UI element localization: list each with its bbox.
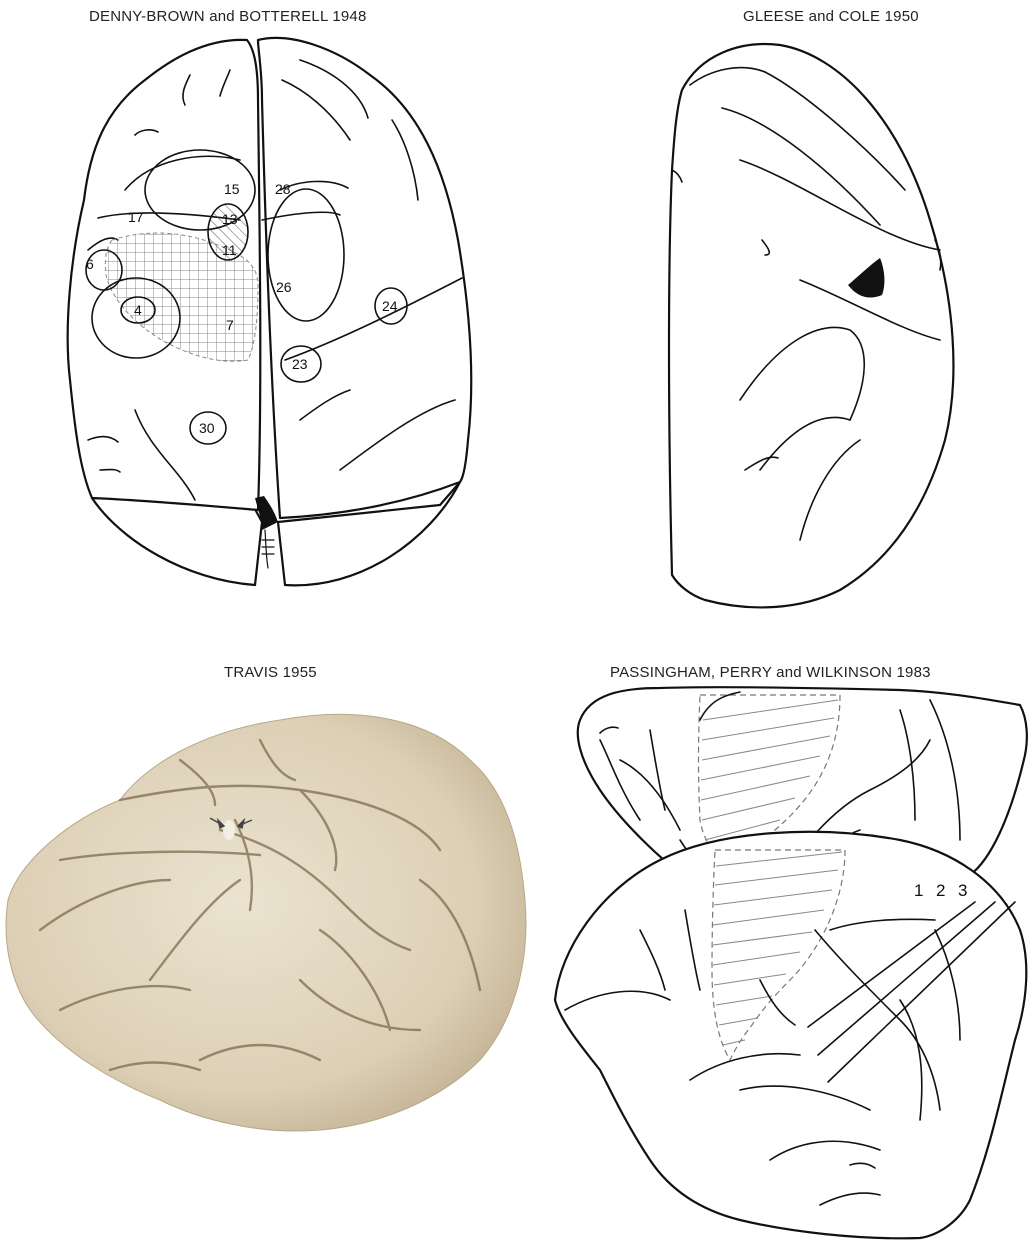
label-26: 26 xyxy=(276,279,292,295)
label-30: 30 xyxy=(199,420,215,436)
lower-hemisphere-outline xyxy=(555,832,1026,1238)
dorsal-brain-diagram: 15 28 17 13 11 6 26 24 4 7 23 30 xyxy=(68,38,472,585)
brain-photograph-travis xyxy=(6,714,526,1131)
label-15: 15 xyxy=(224,181,240,197)
hemisphere-diagram-gleese xyxy=(669,44,953,607)
label-11: 11 xyxy=(222,242,237,258)
depth-label-3: 3 xyxy=(958,881,967,900)
passingham-lower-diagram: 1 2 3 xyxy=(555,832,1026,1238)
label-6: 6 xyxy=(86,256,94,272)
cerebellum-left xyxy=(92,498,262,585)
depth-label-1: 1 xyxy=(914,881,923,900)
label-17: 17 xyxy=(128,209,144,225)
label-13: 13 xyxy=(222,211,238,227)
label-24: 24 xyxy=(382,298,398,314)
lesion-spot xyxy=(223,820,235,840)
label-23: 23 xyxy=(292,356,308,372)
depth-label-2: 2 xyxy=(936,881,945,900)
brain-photo-shape xyxy=(6,714,526,1131)
label-7: 7 xyxy=(226,317,234,333)
label-28: 28 xyxy=(275,181,291,197)
hemisphere-outline xyxy=(669,44,953,607)
label-4: 4 xyxy=(134,302,142,318)
